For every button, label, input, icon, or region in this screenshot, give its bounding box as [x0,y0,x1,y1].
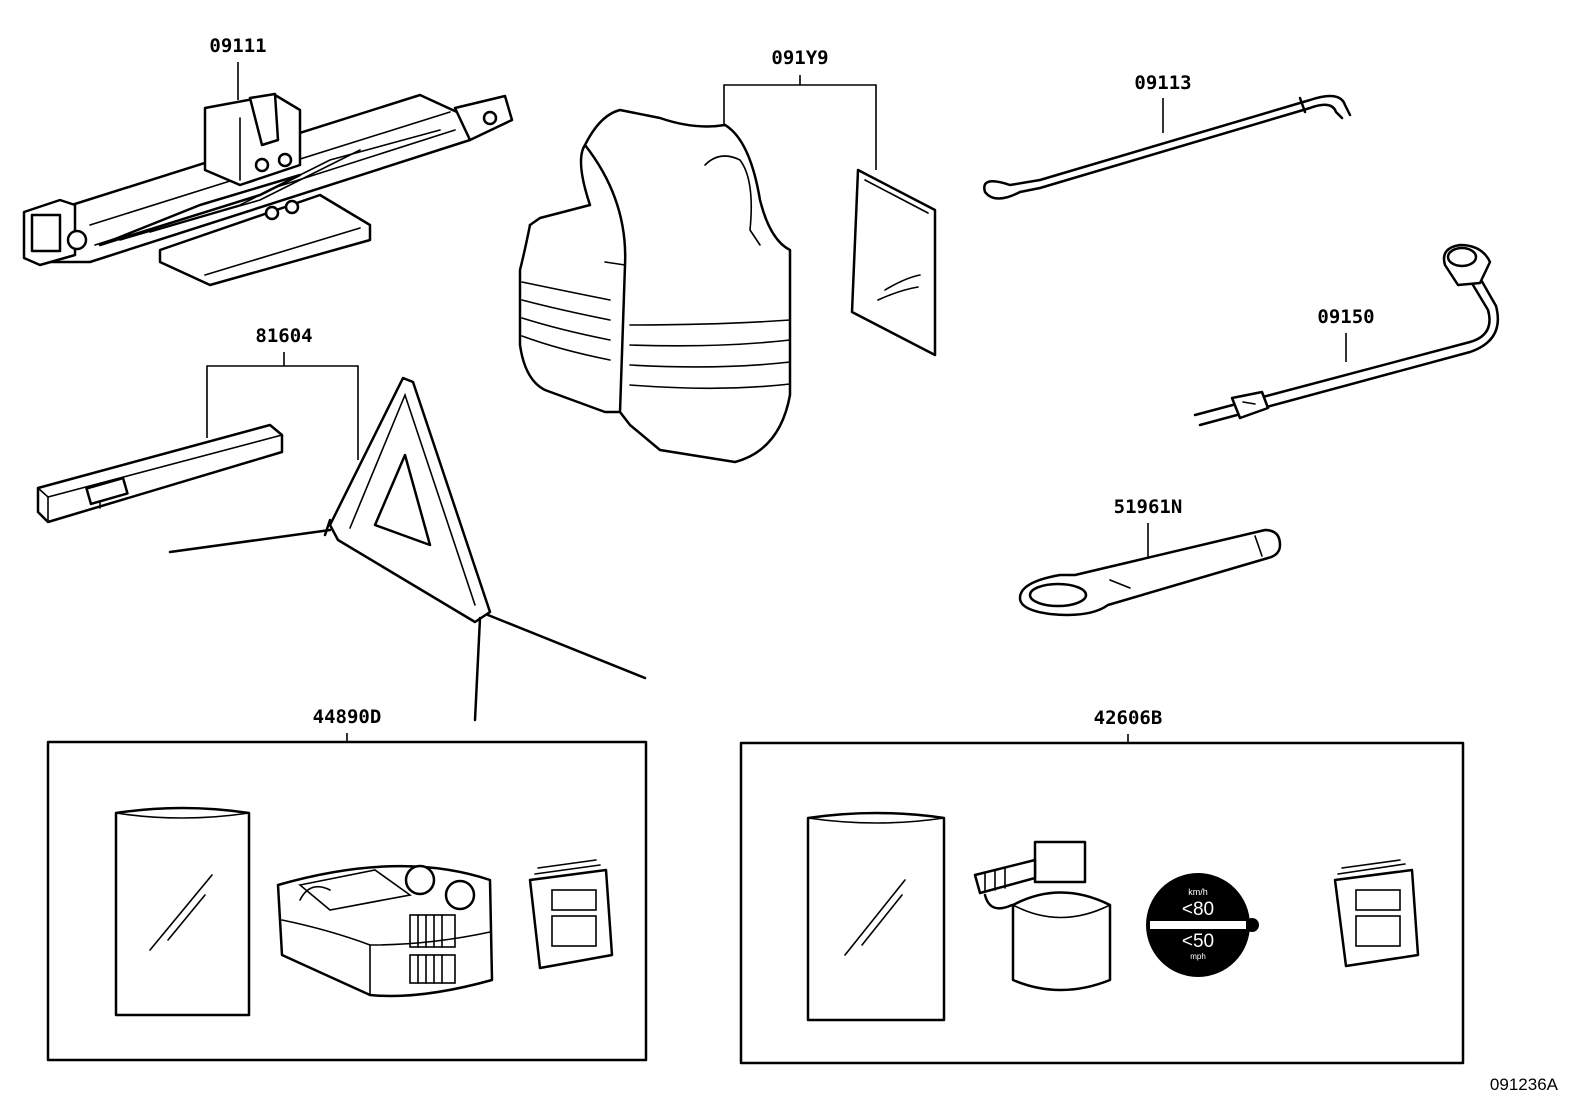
label-jack: 09111 [209,35,266,57]
jack: 09111 [22,35,514,287]
gauge-unit-top: km/h [1188,887,1208,897]
label-tire-repair-kit-sealant: 42606B [1094,707,1163,729]
warning-triangle: 81604 [36,325,647,722]
label-tire-repair-kit-compressor: 44890D [313,706,382,728]
gauge-unit-bottom: mph [1190,952,1206,961]
label-warning-triangle: 81604 [255,325,312,347]
label-vest: 091Y9 [771,47,828,69]
wheel-wrench: 09150 [1193,243,1500,427]
tire-repair-kit-compressor: 44890D [46,706,648,1062]
label-wheel-wrench: 09150 [1317,306,1374,328]
towing-eye: 51961N [1018,496,1282,617]
label-towing-eye: 51961N [1114,496,1183,518]
gauge-value-bottom: <50 [1182,931,1214,952]
speed-limit-sticker: km/h <80 <50 mph [1146,873,1259,977]
jack-handle: 09113 [983,72,1352,200]
tire-repair-kit-sealant: 42606B km/h <80 <50 mph [739,707,1465,1065]
vest: 091Y9 [518,47,937,464]
reference-code: 091236A [1490,1075,1559,1094]
gauge-value-top: <80 [1182,899,1214,920]
label-jack-handle: 09113 [1134,72,1191,94]
